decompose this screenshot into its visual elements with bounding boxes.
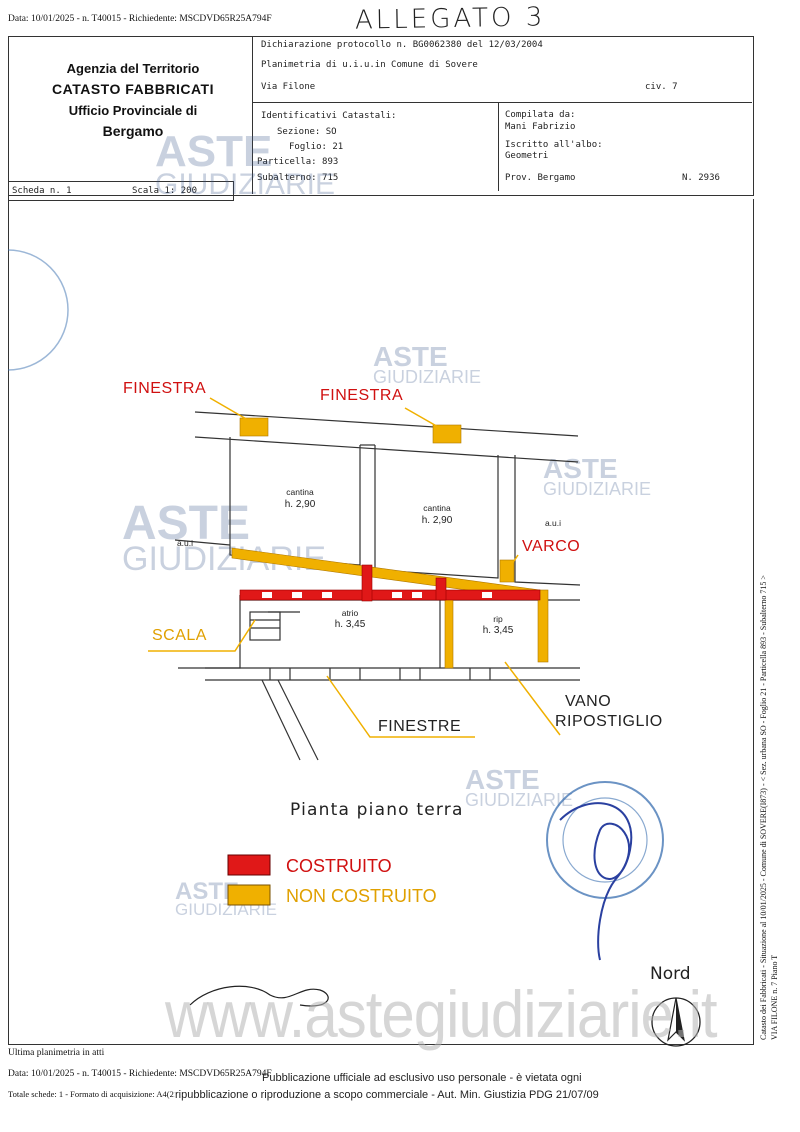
room-cantina2-height: h. 2,90 xyxy=(421,515,453,526)
iscritto-value: Geometri xyxy=(505,151,549,161)
watermark-top: ASTE GIUDIZIARIE xyxy=(155,127,336,201)
legend-non-costruito-label: NON COSTRUITO xyxy=(286,886,437,906)
subalterno-text: Subalterno: 715 xyxy=(257,173,339,183)
sezione-text: Sezione: SO xyxy=(277,127,337,137)
room-atrio-height: h. 3,45 xyxy=(334,619,366,630)
compilata-name: Mani Fabrizio xyxy=(505,122,576,132)
footer-notice-1: Pubblicazione ufficiale ad esclusivo uso… xyxy=(262,1072,582,1084)
finestre-leader xyxy=(326,675,475,738)
header-divider-vertical xyxy=(252,36,253,194)
header-divider-1 xyxy=(253,102,752,103)
via-text: Via Filone xyxy=(261,82,316,92)
finestra-mid-label: FINESTRA xyxy=(320,387,404,404)
vano-label-1: VANO xyxy=(565,693,612,710)
legend-costruito-label: COSTRUITO xyxy=(286,856,392,876)
identificativi-label: Identificativi Catastali: xyxy=(261,111,397,121)
drawing-frame xyxy=(8,199,754,1045)
header-divider-2 xyxy=(498,103,499,191)
finestra-mid-mark xyxy=(432,424,462,444)
scala-label: SCALA xyxy=(152,627,207,644)
agency-block: Agenzia del Territorio CATASTO FABBRICAT… xyxy=(22,58,244,142)
foglio-text: Foglio: 21 xyxy=(289,142,344,152)
cantina2-walls xyxy=(374,445,499,579)
room-atrio-name: atrio xyxy=(341,608,359,618)
finestre-label: FINESTRE xyxy=(378,718,462,735)
civ-text: civ. 7 xyxy=(645,82,678,92)
agency-name: Agenzia del Territorio xyxy=(66,61,200,76)
request-info-line: Data: 10/01/2025 - n. T40015 - Richieden… xyxy=(8,14,272,24)
notary-stamp xyxy=(546,781,664,899)
room-cantina1-name: cantina xyxy=(286,487,314,497)
site-watermark: www.astegiudiziarie.it xyxy=(165,977,718,1052)
rip-wall-right xyxy=(537,589,549,663)
agency-catasto: CATASTO FABBRICATI xyxy=(52,81,214,97)
varco-leader xyxy=(509,554,519,568)
numero-text: N. 2936 xyxy=(682,173,720,183)
room-rip-height: h. 3,45 xyxy=(482,625,514,636)
top-boundary xyxy=(194,411,579,437)
vano-label-2: RIPOSTIGLIO xyxy=(555,713,663,730)
drafter-signature xyxy=(189,985,329,1007)
scala-text: Scala 1: 200 xyxy=(132,186,198,196)
aui-right-walls xyxy=(514,455,581,586)
iscritto-label: Iscritto all'albo: xyxy=(505,140,603,150)
side-cadastral-info: Catasto dei Fabbricati - Situazione al 1… xyxy=(759,575,768,1040)
footer-line1: Data: 10/01/2025 - n. T40015 - Richieden… xyxy=(8,1069,272,1079)
legend-swatch-costruito xyxy=(227,854,271,876)
scheda-text: Scheda n. 1 xyxy=(12,186,72,196)
finestra-left-mark xyxy=(239,417,269,437)
scala-leader xyxy=(148,619,256,652)
atrio-top-wall-costruito xyxy=(239,589,541,601)
header-frame xyxy=(8,36,754,196)
planimetria-text: Planimetria di u.i.u.in Comune di Sovere xyxy=(261,60,478,70)
varco-label: VARCO xyxy=(522,538,581,555)
agency-city: Bergamo xyxy=(102,123,164,139)
watermark-mid: ASTE GIUDIZIARIE xyxy=(373,341,482,387)
finestra-left-label: FINESTRA xyxy=(123,380,207,397)
compilata-label: Compilata da: xyxy=(505,110,576,120)
signature-stroke xyxy=(559,802,633,961)
footer-ultima: Ultima planimetria in atti xyxy=(8,1048,105,1058)
legend-swatch-non-costruito xyxy=(227,884,271,906)
room-cantina1-height: h. 2,90 xyxy=(284,499,316,510)
scheda-box xyxy=(8,181,234,201)
north-label: Nord xyxy=(650,964,691,984)
vano-leader xyxy=(504,661,561,736)
side-address-info: VIA FILONE n. 7 Piano T xyxy=(770,954,779,1040)
footer-notice-2: ripubblicazione o riproduzione a scopo c… xyxy=(175,1089,599,1101)
finestra-mid-leader xyxy=(404,407,441,429)
finestra-left-leader xyxy=(209,397,249,421)
prov-text: Prov. Bergamo xyxy=(505,173,576,183)
room-cantina2-name: cantina xyxy=(423,503,451,513)
agency-ufficio: Ufficio Provinciale di xyxy=(68,103,198,118)
dichiarazione-text: Dichiarazione protocollo n. BG0062380 de… xyxy=(261,40,543,50)
particella-text: Particella: 893 xyxy=(257,157,339,167)
room-rip-name: rip xyxy=(493,614,503,624)
plan-title: Pianta piano terra xyxy=(290,800,464,820)
room-aui-left: a.u.i xyxy=(176,538,194,548)
room-aui-right: a.u.i xyxy=(544,518,562,528)
watermark-right: ASTE GIUDIZIARIE xyxy=(543,453,652,499)
watermark-lower: ASTE GIUDIZIARIE xyxy=(465,764,574,810)
